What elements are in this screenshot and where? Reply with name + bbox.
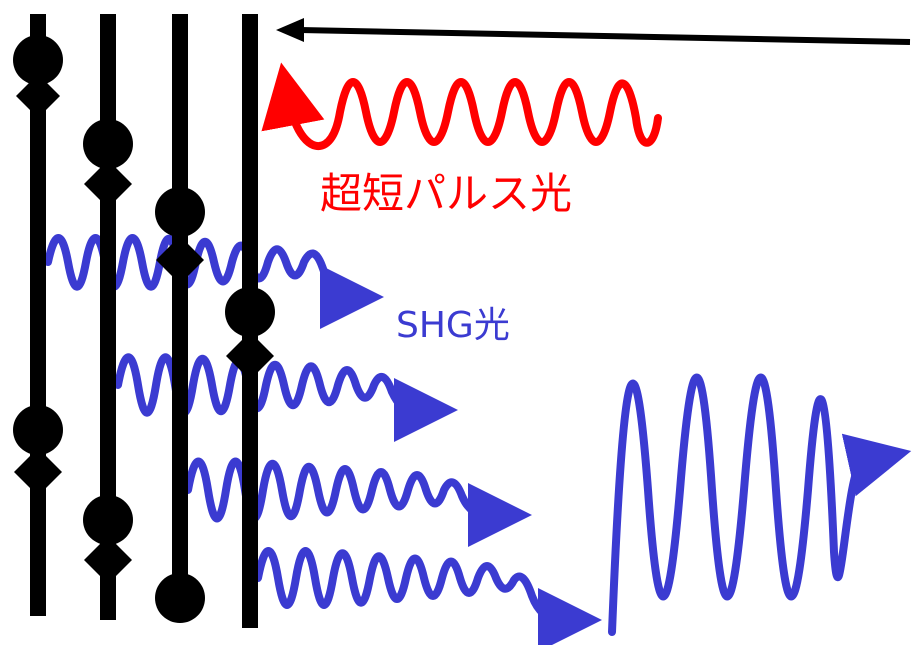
column-2-diamond-bottom: [84, 536, 132, 584]
column-3: [155, 14, 205, 623]
incident-beam-arrowhead: [276, 18, 304, 42]
column-3-circle-bottom: [155, 573, 205, 623]
incident-beam-arrow: [276, 18, 911, 45]
column-2-circle-top: [83, 119, 133, 169]
column-1-diamond-bottom: [14, 448, 62, 496]
column-1-circle-top: [13, 35, 63, 85]
column-4: [225, 14, 275, 628]
column-3-diamond-top: [156, 236, 204, 284]
shg-combined-wave: [608, 373, 912, 636]
ultrashort-pulse-wave: [261, 62, 662, 151]
molecular-columns: [13, 14, 275, 628]
column-4-diamond: [226, 332, 274, 380]
column-1-diamond-top: [16, 74, 60, 118]
shg-waves: [44, 234, 912, 645]
column-2-diamond-top: [84, 160, 132, 208]
column-2: [83, 14, 133, 620]
column-1: [13, 14, 63, 616]
incident-beam-line: [299, 27, 911, 45]
ultrashort-pulse-label: 超短パルス光: [320, 169, 572, 218]
shg-wave-3: [184, 457, 532, 547]
shg-wave-2: [114, 353, 458, 442]
shg-wave-4: [254, 547, 602, 645]
shg-light-label: SHG光: [396, 305, 510, 346]
column-1-circle-bottom: [13, 405, 63, 455]
column-2-circle-bottom: [83, 495, 133, 545]
column-4-circle: [225, 287, 275, 337]
shg-wave-1: [44, 234, 384, 329]
column-3-circle-top: [155, 187, 205, 237]
